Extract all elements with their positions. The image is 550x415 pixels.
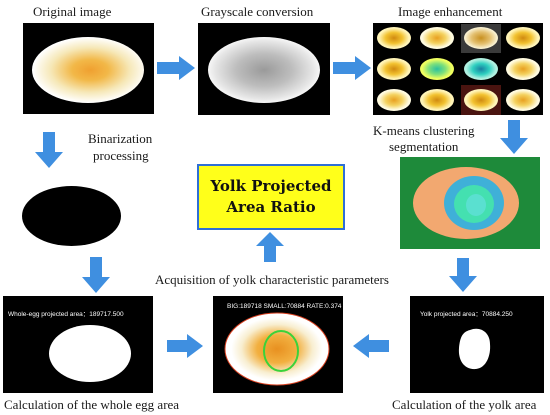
arrow-down-right-2 — [449, 258, 477, 292]
arrow-down-left-1 — [35, 132, 63, 168]
enhancement-grid — [373, 23, 543, 115]
ratio-text: BIG:189718 SMALL:70884 RATE:0.374 — [227, 303, 342, 310]
ratio-egg — [224, 312, 330, 386]
arrow-right-1 — [157, 56, 195, 80]
whole-egg-area-text: Whole-egg projected area：189717.500 — [8, 311, 124, 318]
arrow-right-2 — [333, 56, 371, 80]
ratio-image-panel: BIG:189718 SMALL:70884 RATE:0.374 — [213, 296, 343, 393]
kmeans-image-panel — [400, 157, 540, 249]
enh-egg-12 — [506, 89, 540, 111]
enh-egg-6 — [420, 58, 454, 80]
arrow-down-right-1 — [500, 120, 528, 154]
enhancement-grid-panel — [373, 23, 543, 115]
label-yolk-calc: Calculation of the yolk area — [392, 397, 537, 412]
arrow-right-bottom — [167, 334, 203, 358]
label-image-enhancement: Image enhancement — [398, 4, 503, 19]
label-whole-egg-calc: Calculation of the whole egg area — [4, 397, 180, 412]
yolk-area-text: Yolk projected area：70884.250 — [420, 311, 513, 318]
original-image-panel — [23, 23, 154, 114]
label-original-image: Original image — [33, 4, 112, 19]
title-line-2: Area Ratio — [226, 198, 316, 216]
arrow-up-center — [256, 232, 284, 262]
grayscale-egg — [208, 37, 320, 103]
yolk-white-blob — [458, 328, 491, 370]
kmeans-egg — [413, 167, 519, 239]
original-egg — [32, 37, 144, 103]
title-line-1: Yolk Projected — [210, 177, 332, 195]
enh-egg-9 — [377, 89, 411, 111]
enh-egg-10 — [420, 89, 454, 111]
arrow-down-left-2 — [82, 257, 110, 293]
enh-egg-7 — [464, 58, 498, 80]
label-kmeans-1: K-means clustering — [373, 123, 475, 138]
enh-egg-1 — [377, 27, 411, 49]
grayscale-image-panel — [198, 23, 330, 115]
whole-egg-white — [49, 325, 131, 382]
enh-egg-4 — [506, 27, 540, 49]
whole-egg-panel: Whole-egg projected area：189717.500 — [3, 296, 153, 393]
enh-egg-2 — [420, 27, 454, 49]
yolk-area-panel: Yolk projected area：70884.250 — [410, 296, 544, 393]
enh-egg-5 — [377, 58, 411, 80]
arrow-left-bottom — [353, 334, 389, 358]
binary-egg — [22, 186, 121, 246]
label-grayscale-conversion: Grayscale conversion — [201, 4, 314, 19]
label-binarization-2: processing — [93, 148, 149, 163]
label-kmeans-2: segmentation — [389, 139, 459, 154]
enh-egg-3 — [464, 27, 498, 49]
enh-egg-8 — [506, 58, 540, 80]
label-binarization-1: Binarization — [88, 131, 153, 146]
yolk-ratio-title-box: Yolk Projected Area Ratio — [197, 164, 345, 230]
label-acquisition: Acquisition of yolk characteristic param… — [155, 272, 389, 287]
enh-egg-11 — [464, 89, 498, 111]
